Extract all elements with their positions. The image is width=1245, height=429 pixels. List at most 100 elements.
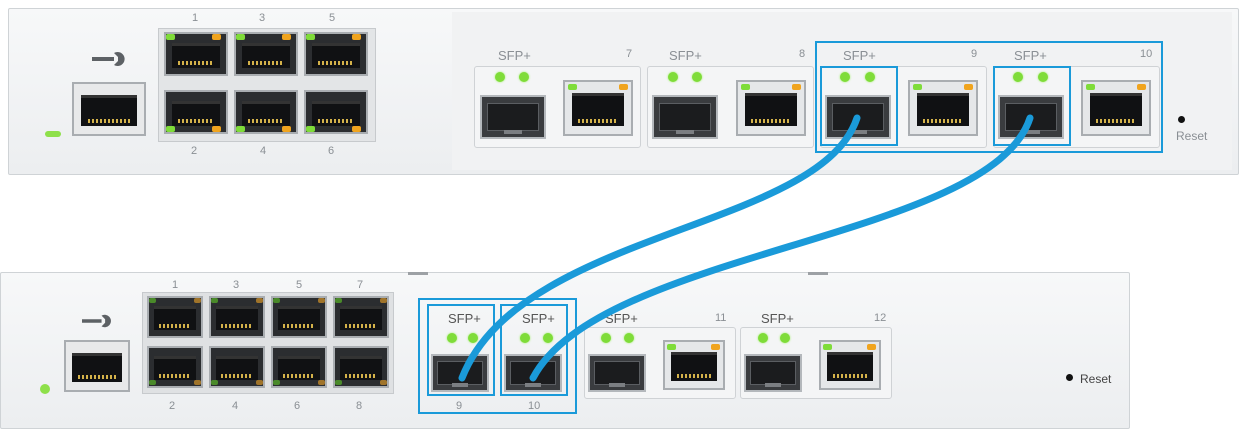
top-highlight-sfp-10 — [993, 66, 1071, 146]
wrench-icon — [82, 314, 111, 328]
top-port-label-6: 6 — [328, 145, 335, 157]
bottom-highlight-sfp-9 — [427, 304, 495, 396]
bottom-rj45-port-5[interactable] — [271, 296, 327, 338]
bottom-rj45-port-7[interactable] — [333, 296, 389, 338]
top-rj45-port-5[interactable] — [304, 32, 368, 76]
sfp-led — [692, 72, 702, 82]
led — [273, 298, 280, 303]
bottom-rj45-port-2[interactable] — [147, 346, 203, 388]
top-power-led — [45, 131, 61, 137]
led — [792, 84, 801, 90]
led — [282, 126, 291, 132]
bottom-switch-top-edge — [408, 272, 428, 275]
top-mgmt-port[interactable] — [72, 82, 146, 136]
top-reset-label: Reset — [1176, 129, 1208, 143]
top-port-label-1: 1 — [192, 12, 199, 24]
bottom-sfp-port-number: 9 — [456, 400, 463, 412]
sfp-led — [840, 72, 850, 82]
bottom-highlight-sfp-10 — [500, 304, 568, 396]
top-sfp-label: SFP+ — [498, 48, 531, 63]
led — [1086, 84, 1095, 90]
led — [212, 126, 221, 132]
led — [211, 380, 218, 385]
led — [212, 34, 221, 40]
bottom-reset-button[interactable] — [1066, 374, 1073, 381]
top-sfp-port-number: 9 — [971, 48, 978, 60]
led — [256, 380, 263, 385]
led — [236, 34, 245, 40]
top-sfp-label: SFP+ — [1014, 48, 1047, 63]
bottom-sfp-port-12[interactable] — [744, 354, 802, 392]
sfp-led — [1038, 72, 1048, 82]
led — [318, 380, 325, 385]
led — [352, 34, 361, 40]
bottom-port-label-8: 8 — [356, 400, 363, 412]
top-sfp-port-number: 10 — [1140, 48, 1153, 60]
led — [335, 380, 342, 385]
bottom-rj45-port-1[interactable] — [147, 296, 203, 338]
bottom-mgmt-port[interactable] — [64, 340, 130, 392]
top-sfp-label: SFP+ — [843, 48, 876, 63]
top-port-label-5: 5 — [329, 12, 336, 24]
led — [282, 34, 291, 40]
led — [306, 34, 315, 40]
led — [1137, 84, 1146, 90]
bottom-rj45-port-4[interactable] — [209, 346, 265, 388]
led — [568, 84, 577, 90]
bottom-power-led — [40, 384, 50, 394]
sfp-led — [780, 333, 790, 343]
led — [964, 84, 973, 90]
top-sfp-port-number: 8 — [799, 48, 806, 60]
led — [256, 298, 263, 303]
bottom-rj45-port-3[interactable] — [209, 296, 265, 338]
sfp-led — [624, 333, 634, 343]
top-sfp-port-8[interactable] — [652, 95, 718, 139]
top-highlight-sfp-9 — [820, 66, 898, 146]
led — [741, 84, 750, 90]
sfp-led — [758, 333, 768, 343]
bottom-port-label-7: 7 — [357, 279, 364, 291]
top-sfp-label: SFP+ — [669, 48, 702, 63]
bottom-port-label-4: 4 — [232, 400, 239, 412]
led — [194, 298, 201, 303]
led — [867, 344, 876, 350]
top-reset-button[interactable] — [1178, 116, 1185, 123]
led — [149, 298, 156, 303]
led — [166, 34, 175, 40]
led — [166, 126, 175, 132]
bottom-sfp-port-11[interactable] — [588, 354, 646, 392]
bottom-rj45-port-8[interactable] — [333, 346, 389, 388]
top-sfp-port-number: 7 — [626, 48, 633, 60]
led — [211, 298, 218, 303]
bottom-port-label-2: 2 — [169, 400, 176, 412]
led — [380, 380, 387, 385]
led — [619, 84, 628, 90]
top-sfp-port-7[interactable] — [480, 95, 546, 139]
led — [335, 298, 342, 303]
bottom-sfp-label: SFP+ — [761, 311, 794, 326]
led — [236, 126, 245, 132]
wrench-icon — [92, 52, 125, 66]
bottom-sfp-port-number: 12 — [874, 312, 887, 324]
top-port-label-3: 3 — [259, 12, 266, 24]
bottom-port-label-6: 6 — [294, 400, 301, 412]
top-port-label-2: 2 — [191, 145, 198, 157]
top-port-label-4: 4 — [260, 145, 267, 157]
led — [380, 298, 387, 303]
led — [667, 344, 676, 350]
led — [194, 380, 201, 385]
led — [823, 344, 832, 350]
led — [711, 344, 720, 350]
sfp-led — [447, 333, 457, 343]
bottom-reset-label: Reset — [1080, 372, 1112, 386]
bottom-switch-top-edge — [808, 272, 828, 275]
bottom-rj45-port-6[interactable] — [271, 346, 327, 388]
led — [273, 380, 280, 385]
bottom-sfp-port-number: 10 — [528, 400, 541, 412]
sfp-led — [865, 72, 875, 82]
sfp-led — [495, 72, 505, 82]
led — [318, 298, 325, 303]
led — [149, 380, 156, 385]
led — [306, 126, 315, 132]
sfp-led — [1013, 72, 1023, 82]
